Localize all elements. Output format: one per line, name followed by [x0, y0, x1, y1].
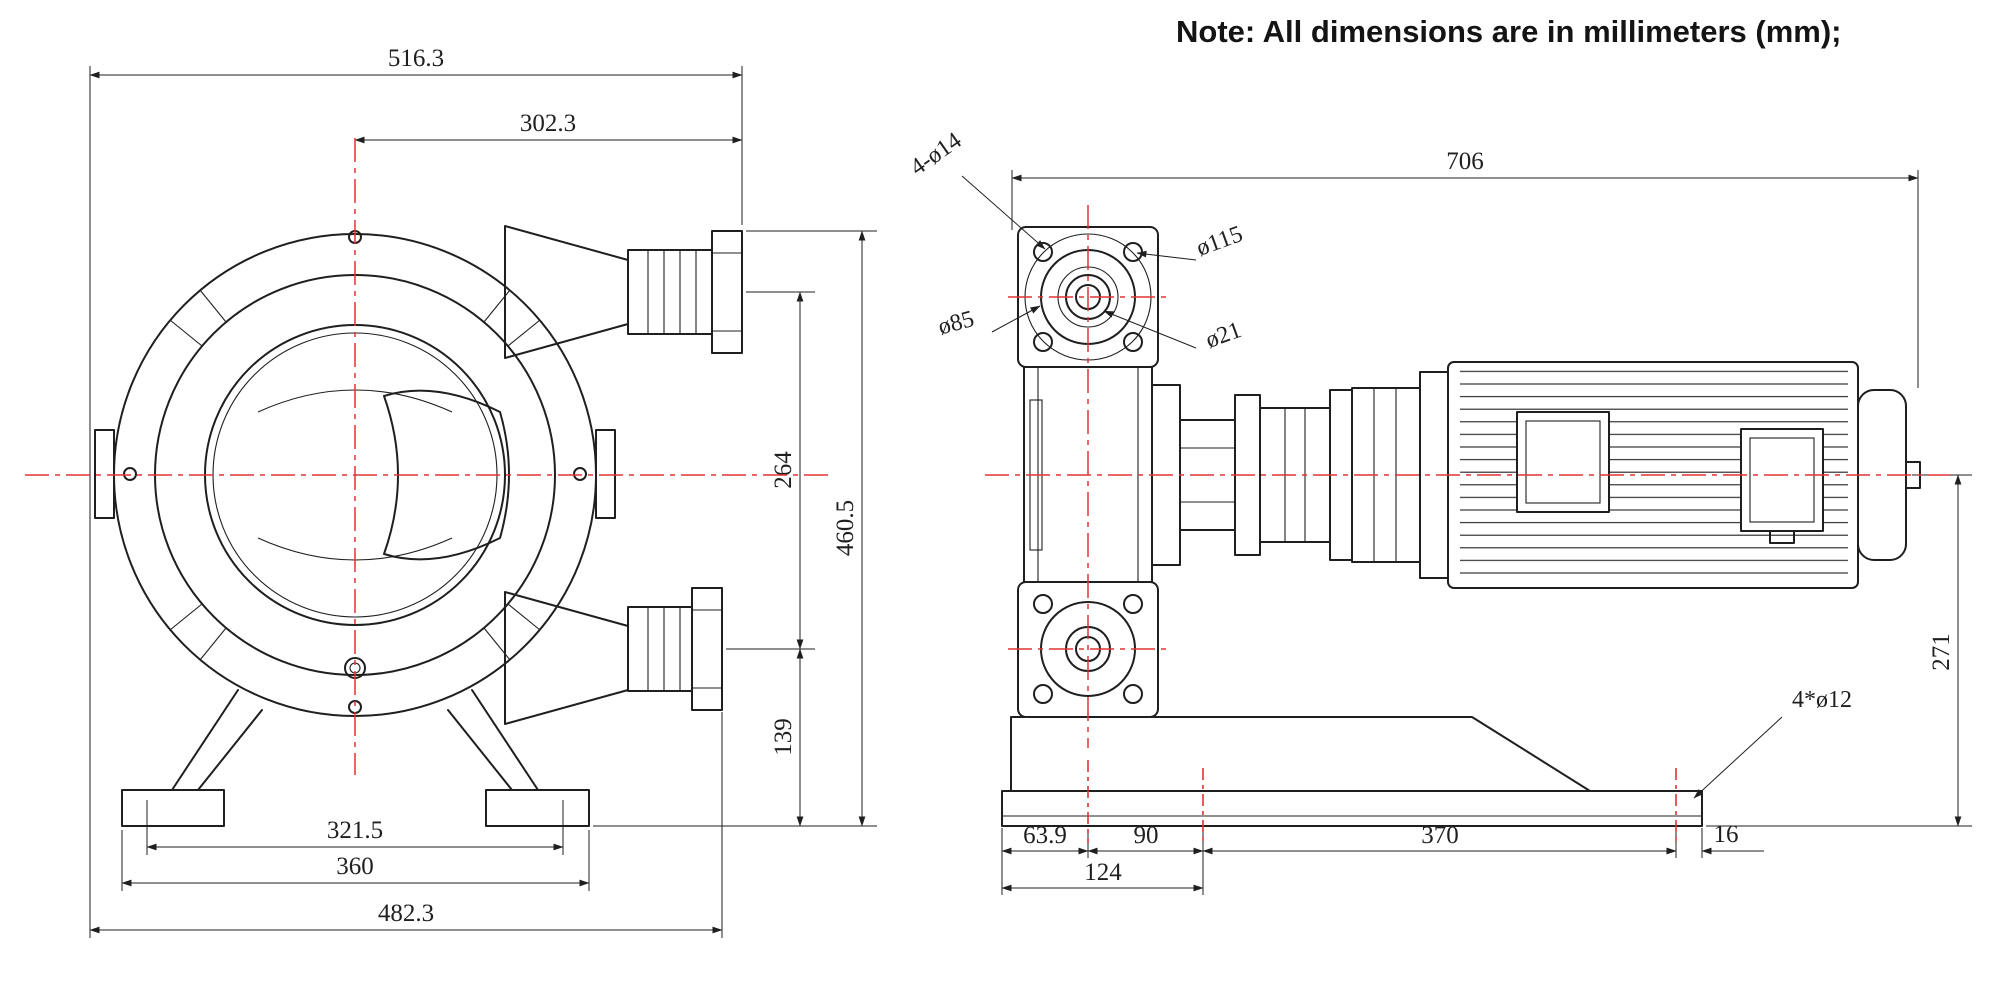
- dim-lower-port-height: 139: [770, 718, 797, 756]
- dim-feet-span: 360: [336, 853, 374, 880]
- side-view: 4-ø14 ø115 ø85 ø21 4*ø12: [906, 128, 1972, 895]
- dim-shaft-height: 271: [1928, 633, 1955, 671]
- dim-hole-to-edge: 16: [1714, 821, 1739, 848]
- ann-shaft-bore: ø21: [1202, 317, 1245, 354]
- dim-overall-length: 706: [1446, 148, 1484, 175]
- mounting-legs: [121, 689, 590, 827]
- dim-port-spacing: 264: [770, 451, 797, 489]
- dim-overall-height: 460.5: [832, 500, 859, 556]
- upper-port: [504, 225, 743, 359]
- dim-flange-to-hole: 90: [1134, 822, 1159, 849]
- right-bolt: [573, 467, 587, 481]
- right-foot: [485, 789, 590, 827]
- dim-overall-width: 516.3: [388, 45, 444, 72]
- centerlines-front: [25, 138, 830, 775]
- lower-port: [504, 587, 723, 725]
- clamp-ring-notches: [169, 289, 541, 661]
- motor-nameplate: [1516, 411, 1610, 513]
- pedestal: [1010, 716, 1591, 792]
- dim-base-edge-to-flange: 63.9: [1023, 822, 1067, 849]
- terminal-box: [1740, 428, 1824, 532]
- dim-edge-to-hole: 124: [1084, 859, 1122, 886]
- dim-feet-bolt-span: 321.5: [327, 817, 383, 844]
- dimensions-side: 706 271 63.9 90 370 16 124: [1001, 148, 1972, 895]
- dim-port-face-offset: 302.3: [520, 110, 576, 137]
- front-view: 516.3 302.3 264 460.5 139 321.5 360 482.…: [25, 45, 877, 938]
- lower-port-flange: [691, 587, 723, 711]
- dimensions-front: 516.3 302.3 264 460.5 139 321.5 360 482.…: [89, 45, 877, 938]
- ann-base-holes: 4*ø12: [1792, 687, 1852, 713]
- centerlines-side: [985, 205, 1950, 843]
- dim-base-span: 482.3: [378, 900, 434, 927]
- dim-hole-spacing: 370: [1421, 822, 1459, 849]
- base-plate: [1001, 716, 1703, 827]
- ann-flange-face: ø85: [935, 306, 977, 340]
- units-note: Note: All dimensions are in millimeters …: [1176, 14, 1842, 49]
- ann-bolt-circle: ø115: [1193, 221, 1246, 262]
- ann-flange-holes: 4-ø14: [906, 128, 967, 181]
- left-foot: [121, 789, 225, 827]
- upper-port-flange: [711, 230, 743, 354]
- left-lug: [94, 429, 115, 519]
- right-lug: [595, 429, 616, 519]
- rotor-lobe: [383, 389, 510, 561]
- left-bolt: [123, 467, 137, 481]
